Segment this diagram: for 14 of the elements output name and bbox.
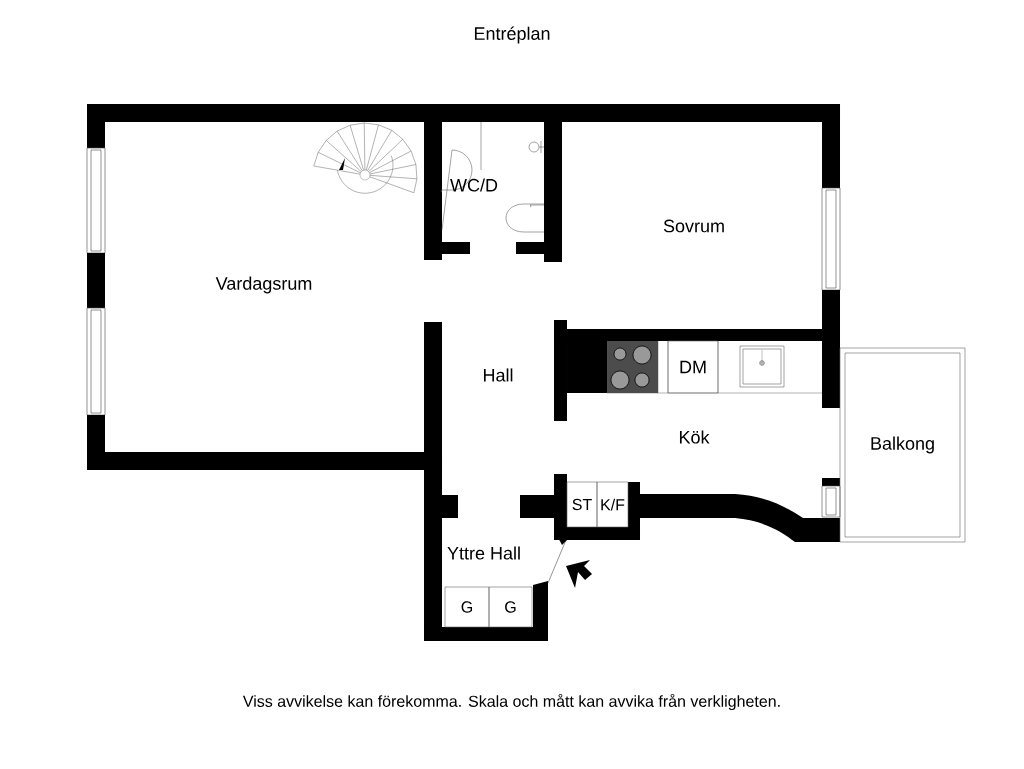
disclaimer-text: Viss avvikelse kan förekomma. Skala och mått kan avvika från verkligheten.: [242, 693, 780, 711]
cabinet-box: G: [488, 586, 533, 628]
room-label: Vardagsrum: [215, 276, 312, 294]
balcony: Balkong: [839, 347, 966, 543]
room-label: Kök: [680, 430, 710, 444]
title: Entréplan: [474, 26, 550, 44]
room-label: Hall: [484, 368, 513, 382]
room-label: WC/D: [450, 178, 498, 192]
cabinet-box: DM: [667, 340, 719, 394]
cabinet-box: K/F: [596, 481, 629, 528]
cabinet-box: G: [444, 586, 490, 628]
room-label: Yttre Hall: [447, 546, 520, 560]
room-label: Sovrum: [663, 219, 724, 233]
cabinet-box: ST: [566, 481, 598, 528]
